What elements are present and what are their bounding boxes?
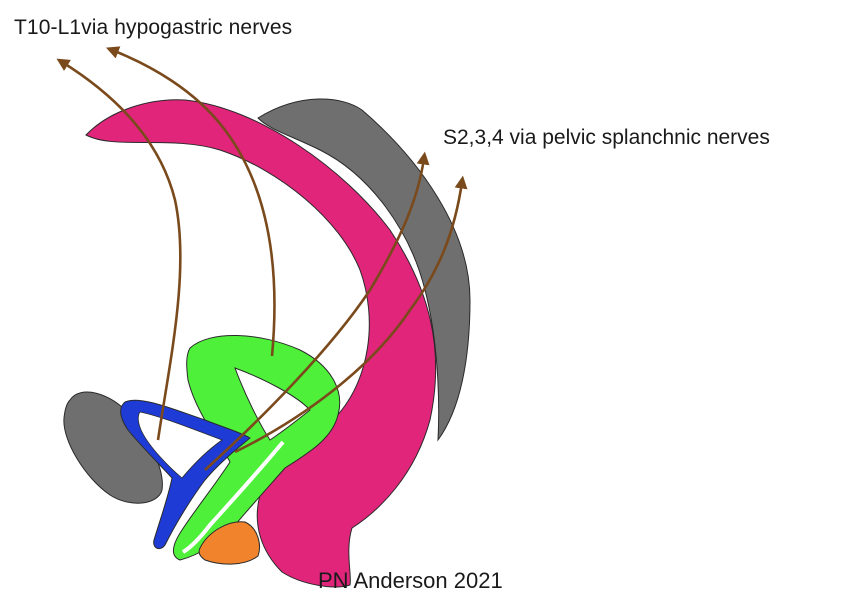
rectum-shape <box>85 99 437 588</box>
label-parasympathetic-nerves: S2,3,4 via pelvic splanchnic nerves <box>443 126 770 149</box>
nerve-hypogastric-2 <box>105 46 276 357</box>
sacrum-shape <box>257 98 471 442</box>
nerve-pelvic-splanchnic-2 <box>234 175 468 454</box>
label-sympathetic-nerves: T10-L1via hypogastric nerves <box>14 16 293 39</box>
credit-text: PN Anderson 2021 <box>318 568 503 593</box>
nerve-pelvic-splanchnic-1 <box>204 151 430 471</box>
anal-region-shape <box>198 521 260 565</box>
nerve-hypogastric-1 <box>56 58 182 441</box>
vaginal-canal <box>181 440 285 554</box>
